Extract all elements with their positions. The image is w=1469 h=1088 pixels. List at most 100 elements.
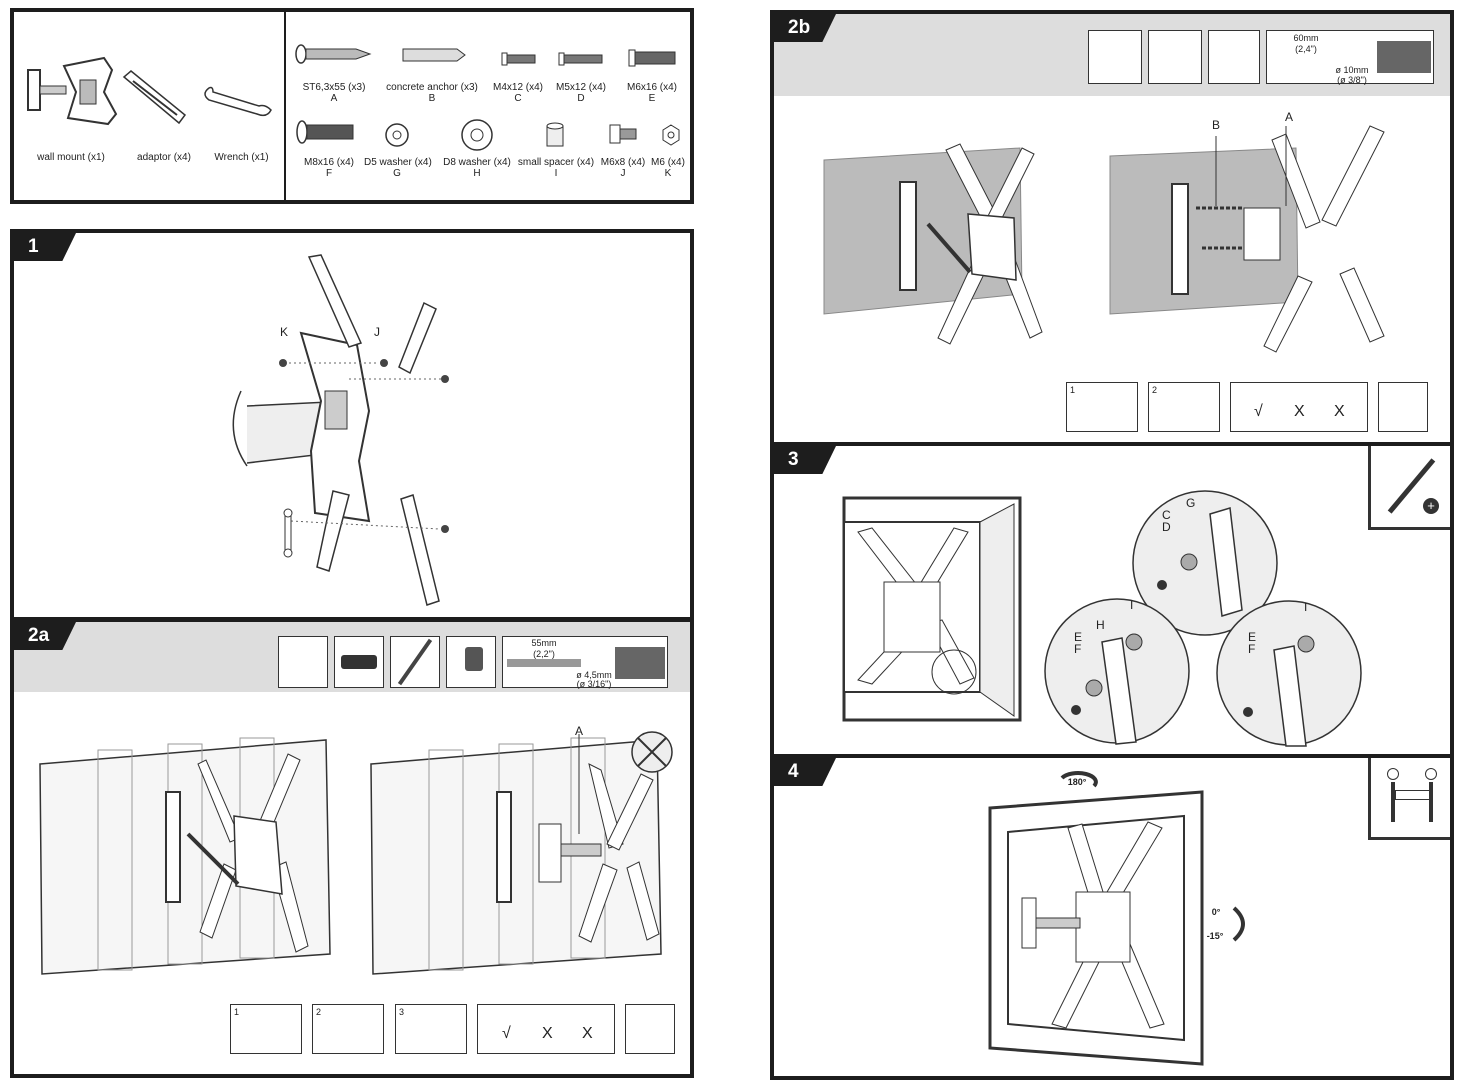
detail-circle-left	[1044, 598, 1190, 745]
sub-step-number: 1	[1070, 385, 1076, 395]
step-icon	[1148, 382, 1220, 432]
part-label: wall mount (x1)	[37, 152, 105, 163]
part-code: E	[648, 93, 656, 104]
callout-j: J	[374, 325, 380, 339]
step-icon	[1066, 382, 1138, 432]
step-number: 1	[14, 233, 76, 261]
part-code: J	[620, 168, 626, 179]
step-1-illustration	[232, 254, 449, 606]
part-label: D8 washer (x4)	[443, 157, 511, 168]
part-code: C	[514, 93, 522, 104]
screw-d-icon	[558, 52, 603, 66]
step-icon	[395, 1004, 467, 1054]
wrench-illustration	[204, 86, 272, 117]
level-correct-mark: √	[502, 1025, 511, 1042]
tool-drill-icon	[1208, 30, 1260, 84]
part-label: adaptor (x4)	[137, 152, 191, 163]
step-icon	[230, 1004, 302, 1054]
tv-mount-illustration	[988, 790, 1204, 1066]
part-label: M6 (x4)	[651, 157, 685, 168]
anchor-b-icon	[402, 48, 466, 62]
drill-depth-diagram	[1266, 30, 1434, 84]
level-correct-mark: √	[1254, 403, 1263, 420]
callout-d: D	[1162, 520, 1171, 534]
nut-k-icon	[662, 124, 680, 146]
drill-depth: 60mm	[1293, 33, 1319, 43]
parts-divider	[284, 12, 286, 200]
concrete-wall-anchor-illustration	[1109, 125, 1385, 353]
part-code: D	[577, 93, 585, 104]
tool-pencil-icon	[1148, 30, 1202, 84]
screw-j-icon	[609, 124, 637, 144]
part-label: small spacer (x4)	[517, 157, 595, 168]
step-number: 2b	[774, 14, 836, 42]
concrete-wall-illustration	[823, 143, 1043, 345]
drill-bit-size: ø 10mm	[1335, 65, 1369, 75]
rotate-180-icon	[1060, 771, 1098, 788]
sub-step-number: 2	[316, 1007, 322, 1017]
screw-f-icon	[296, 120, 354, 144]
part-code: F	[325, 168, 333, 179]
part-label: M6x16 (x4)	[626, 82, 677, 93]
step-number: 3	[774, 446, 836, 474]
washer-h-icon	[461, 119, 493, 151]
callout-e: E	[1074, 630, 1083, 644]
stud-wall-mount-illustration	[39, 737, 331, 975]
callout-k: K	[280, 325, 289, 339]
part-label: ST6,3x55 (x3)	[302, 82, 366, 93]
callout-f: F	[1074, 642, 1082, 656]
drill-bit-size-inches: (ø 3/8")	[1337, 75, 1367, 85]
callout-h: H	[1096, 618, 1105, 632]
level-wrong-mark: X	[582, 1025, 593, 1042]
callout-a: A	[1285, 110, 1294, 124]
tool-wall-icon	[1088, 30, 1142, 84]
callout-e: E	[1248, 630, 1257, 644]
step-2a-panel: 2a 55mm (2,2") ø 4,5mm (ø 3/16")	[10, 618, 694, 1078]
part-code: I	[554, 168, 558, 179]
sub-step-number: 1	[234, 1007, 240, 1017]
screw-c-icon	[501, 52, 536, 66]
drill-bit-size-inches: (ø 3/16")	[576, 679, 612, 689]
step-1-panel: 1 K J	[10, 229, 694, 621]
drill-depth-inches: (2,4")	[1295, 44, 1317, 54]
part-label: D5 washer (x4)	[364, 157, 432, 168]
level-wrong-mark: X	[1334, 403, 1345, 420]
screw-e-icon	[628, 49, 676, 67]
level-wrong-mark: X	[1294, 403, 1305, 420]
step-4-panel: 4 180° 0° -15°	[770, 754, 1454, 1080]
callout-a: A	[575, 724, 584, 738]
tool-stud-finder-icon	[334, 636, 384, 688]
tool-pencil-icon	[390, 636, 440, 688]
part-code: H	[473, 168, 481, 179]
part-code: K	[664, 168, 672, 179]
screwdriver-icon: +	[1368, 446, 1450, 530]
callout-g: G	[1186, 496, 1196, 510]
drill-depth-diagram	[502, 636, 668, 688]
sub-step-number: 2	[1152, 385, 1158, 395]
no-screw-icon	[631, 731, 673, 773]
part-code: A	[330, 93, 338, 104]
adaptor-illustration	[122, 70, 187, 125]
level-check-icon	[1230, 382, 1368, 432]
two-person-lift-icon	[1368, 758, 1450, 840]
screw-a-icon	[295, 44, 372, 64]
callout-i: I	[1304, 600, 1308, 614]
part-code: G	[393, 168, 401, 179]
callout-b: B	[1212, 118, 1221, 132]
step-number: 4	[774, 758, 836, 786]
part-label: concrete anchor (x3)	[386, 82, 478, 93]
callout-c: C	[1162, 508, 1171, 522]
tool-drill-icon	[446, 636, 496, 688]
tilt-bottom-label: -15°	[1206, 931, 1224, 941]
detail-circle-top	[1132, 490, 1278, 636]
washer-g-icon	[385, 123, 409, 147]
stud-wall-anchor-illustration	[370, 734, 662, 975]
drill-depth: 55mm	[531, 638, 557, 648]
spacer-i-icon	[546, 122, 564, 147]
level-check-icon	[477, 1004, 615, 1054]
part-label: M5x12 (x4)	[555, 82, 606, 93]
part-label: M6x8 (x4)	[600, 157, 646, 168]
part-label: Wrench (x1)	[214, 152, 269, 163]
drill-bit-size: ø 4,5mm	[576, 670, 612, 680]
part-code: B	[428, 93, 436, 104]
